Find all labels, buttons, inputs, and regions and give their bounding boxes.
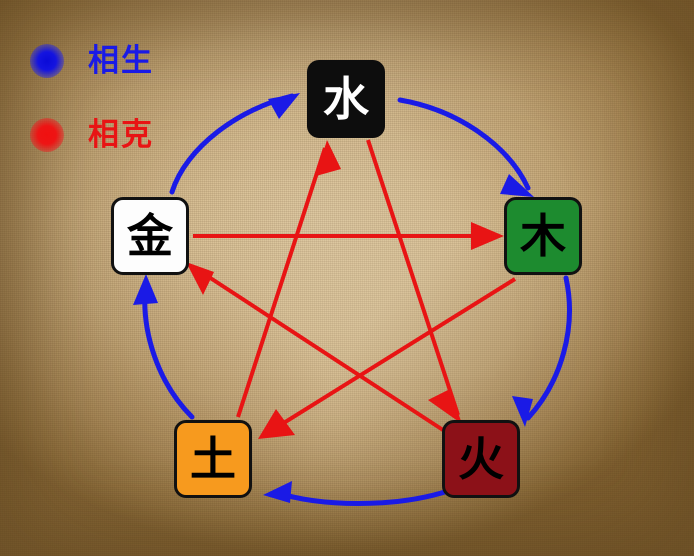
edge-metal-to-water — [169, 93, 295, 195]
arrowhead-red-into-fire — [428, 389, 462, 424]
arrowhead-into-water — [268, 93, 300, 119]
arrowhead-red-into-water — [316, 140, 341, 176]
edge-earth-to-water — [236, 147, 327, 418]
element-label-metal: 金 — [127, 209, 173, 263]
arrowhead-into-wood — [500, 174, 534, 197]
element-node-water[interactable]: 水 — [307, 60, 385, 138]
legend-item-generating: 相生 — [30, 44, 154, 78]
generating-arrowheads-group — [133, 93, 534, 503]
edge-wood-to-earth — [264, 277, 517, 436]
element-node-wood[interactable]: 木 — [504, 197, 582, 275]
edge-fire-to-earth — [272, 488, 451, 506]
legend-label-overcoming: 相克 — [88, 116, 154, 153]
edge-water-to-wood — [397, 97, 531, 191]
element-label-fire: 火 — [458, 432, 504, 486]
overcoming-cycle-group — [190, 139, 517, 436]
red-dot-icon — [30, 118, 64, 152]
edge-fire-to-metal — [190, 264, 445, 432]
arrowhead-red-into-metal — [186, 262, 214, 295]
arrowhead-into-metal — [133, 274, 158, 305]
edge-water-to-fire — [366, 139, 460, 416]
element-label-water: 水 — [323, 72, 369, 126]
arrowhead-red-into-wood — [471, 222, 504, 250]
arrowhead-into-earth — [263, 481, 292, 503]
overcoming-arrowheads-group — [186, 140, 504, 439]
element-node-metal[interactable]: 金 — [111, 197, 189, 275]
arrowhead-into-fire — [512, 396, 533, 427]
element-node-fire[interactable]: 火 — [442, 420, 520, 498]
edge-wood-to-fire — [525, 275, 572, 421]
arrowhead-red-into-earth — [258, 409, 295, 439]
element-label-wood: 木 — [520, 209, 566, 263]
legend-label-generating: 相生 — [88, 42, 154, 79]
element-label-earth: 土 — [190, 432, 236, 486]
element-node-earth[interactable]: 土 — [174, 420, 252, 498]
legend-item-overcoming: 相克 — [30, 118, 154, 152]
blue-dot-icon — [30, 44, 64, 78]
